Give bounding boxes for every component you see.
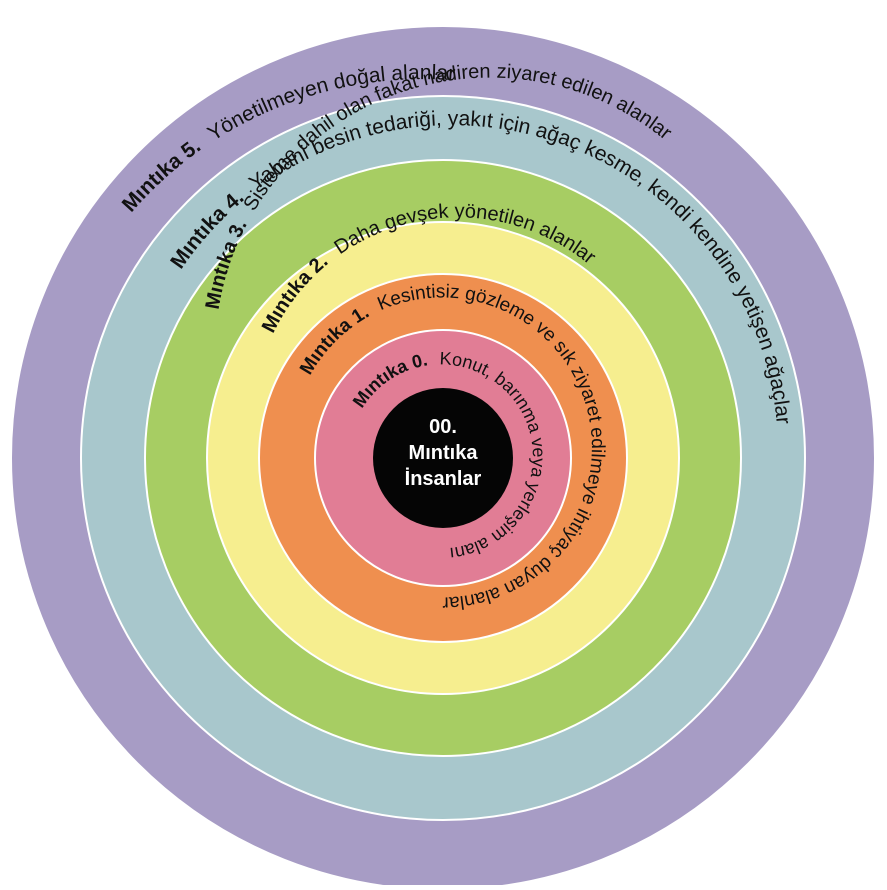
center-line-2: Mıntıka — [409, 442, 479, 464]
center-circle — [373, 388, 513, 528]
center-line-1: 00. — [429, 416, 457, 438]
center-line-3: İnsanlar — [405, 467, 482, 490]
